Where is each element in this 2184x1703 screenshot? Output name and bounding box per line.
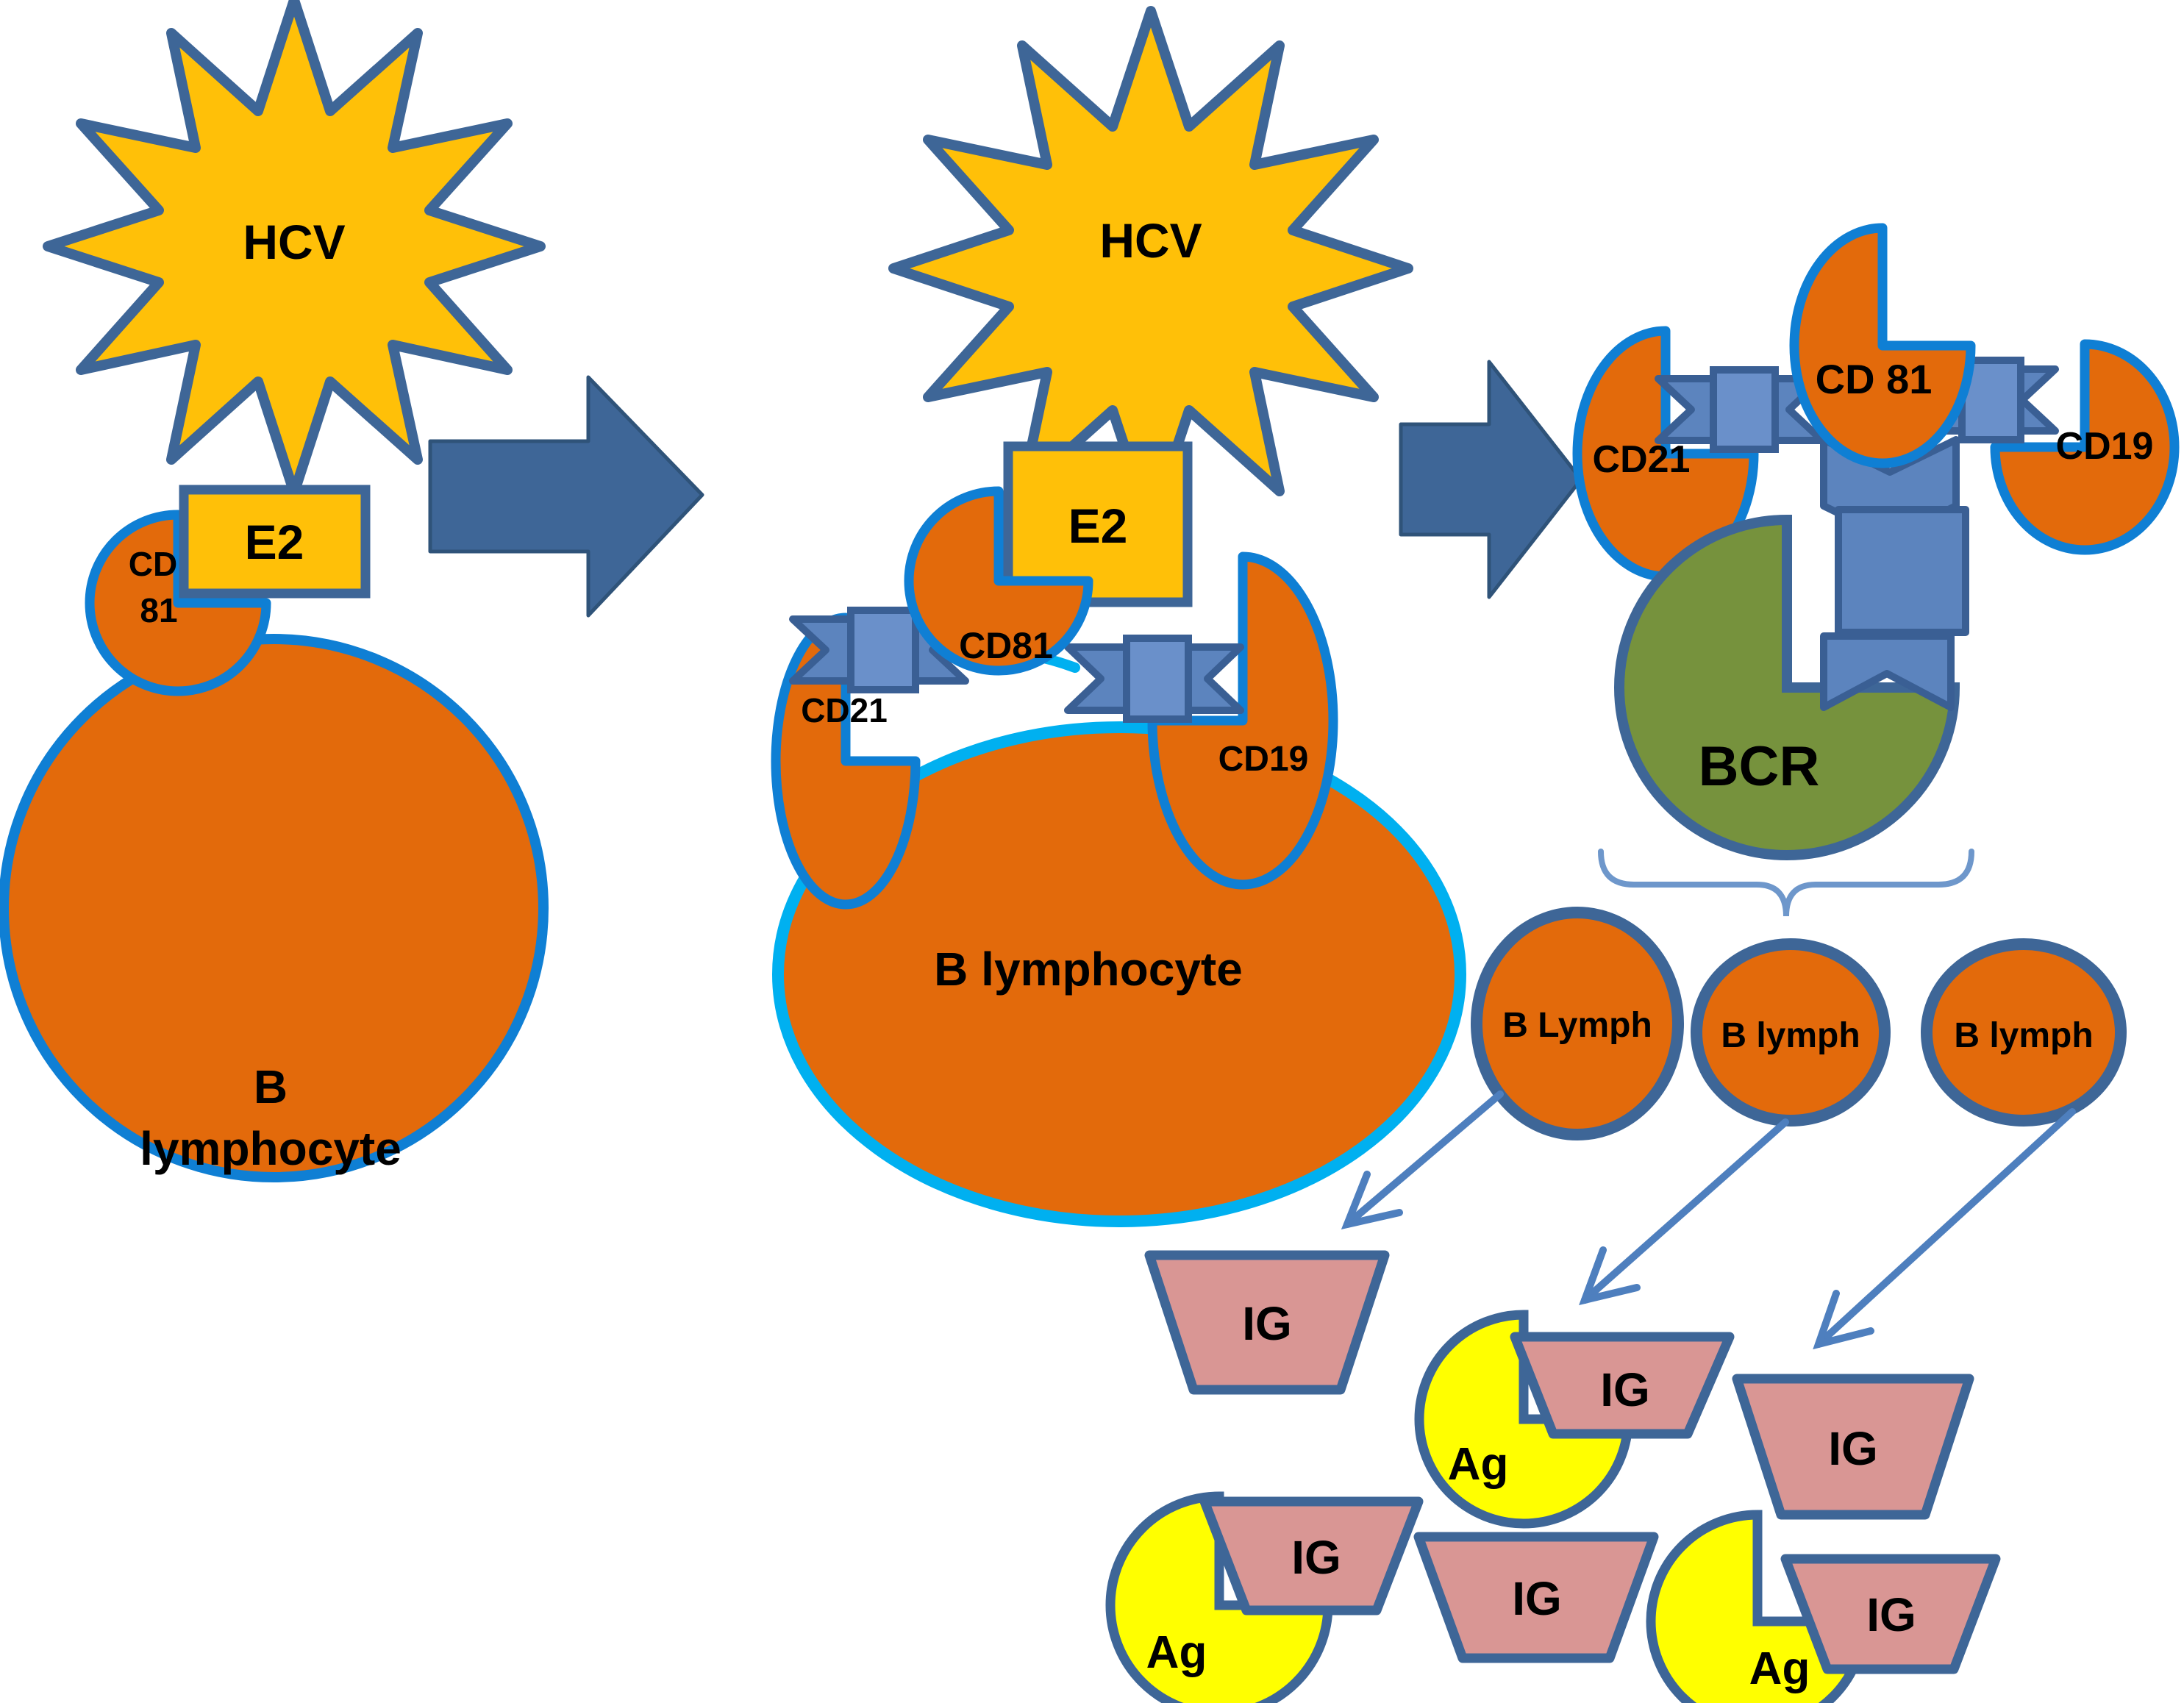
ribbon-center [1710,366,1779,453]
b-lymph-clone-3-label: B lymph [1954,1016,2093,1055]
step-arrow-1 [428,375,704,618]
hcv-label-1: HCV [243,215,345,269]
cd81-label-1b: 81 [140,591,177,629]
ag-antigen [1105,1491,1333,1703]
ag-antigen [1414,1310,1633,1529]
ig-antibody [1199,1496,1424,1615]
b-lymphocyte-label-1a: B [254,1060,288,1113]
ig-antibody-bottom-middle [1413,1532,1659,1663]
ig-label-bottom-middle: IG [1512,1572,1562,1625]
cd19-label-3: CD19 [2056,425,2154,468]
secretion-arrow-1 [1341,1090,1504,1229]
cd21-label-2: CD21 [801,691,888,729]
banner-body [1835,506,1969,636]
ag-label: Ag [1749,1643,1810,1694]
ig-antibody-right [1732,1374,1974,1520]
cd81-receptor-3 [1789,223,1976,468]
ag-antigen [1646,1510,1869,1703]
e2-label-1: E2 [245,515,304,569]
ig-label-1: IG [1242,1297,1292,1350]
ribbon-center [1123,635,1192,723]
cd81-receptor-2 [904,486,1093,676]
b-lymph-clone-3 [1921,938,2127,1127]
b-lymphocyte-label-2: B lymphocyte [934,943,1243,996]
b-lymph-clone-2 [1691,938,1891,1127]
cd81-label-1a: CD [129,545,177,583]
b-lymph-clone-1-label: B Lymph [1502,1006,1652,1045]
ribbon-center [847,607,919,693]
ig-label: IG [1866,1588,1916,1641]
ig-antibody-1 [1144,1250,1390,1395]
b-lymph-clone-2-label: B lymph [1721,1016,1860,1055]
ig-antibody [1780,1554,2001,1674]
underbrace [1598,849,1974,917]
ag-label: Ag [1448,1439,1509,1490]
banner-swallowtail [1820,632,1955,711]
cd21-receptor-2 [771,613,921,910]
b-lymph-clone-1 [1471,907,1684,1140]
ag-ig-complex-bottom-right: Ag IG [1646,1510,2001,1703]
e2-protein-1 [179,485,371,599]
e2-label-2: E2 [1068,499,1128,553]
secretion-arrow-3 [1813,1108,2076,1350]
ag-ig-complex-left: Ag IG [1105,1491,1424,1703]
ag-label: Ag [1146,1627,1207,1678]
ribbon-center [1958,357,2024,443]
secretion-arrow-2 [1579,1118,1789,1306]
cd81-label-2: CD81 [959,625,1053,666]
cd19-receptor-2 [1147,551,1338,890]
b-lymphocyte-label-1b: lymphocyte [140,1122,402,1175]
cd21-label-3: CD21 [1593,438,1691,481]
ag-ig-complex-middle: Ag IG [1414,1310,1735,1529]
ig-label: IG [1600,1363,1650,1416]
bcr-receptor [1614,514,1960,860]
cd19-receptor-3 [1990,339,2180,555]
cd81-cd19-linker-ribbon-2 [1064,635,1244,723]
ig-antibody [1510,1332,1735,1439]
signal-banner [1820,436,1969,711]
cd19-label-2: CD19 [1218,740,1309,779]
cd81-label-3: CD 81 [1816,356,1933,402]
hcv-label-2: HCV [1099,213,1202,268]
ig-label-right: IG [1828,1422,1878,1475]
cd81-receptor-1 [85,510,271,696]
b-lymphocyte-cell-1 [0,634,549,1182]
step-arrow-2 [1399,360,1583,599]
ig-label: IG [1291,1531,1341,1584]
bcr-label: BCR [1699,735,1820,798]
